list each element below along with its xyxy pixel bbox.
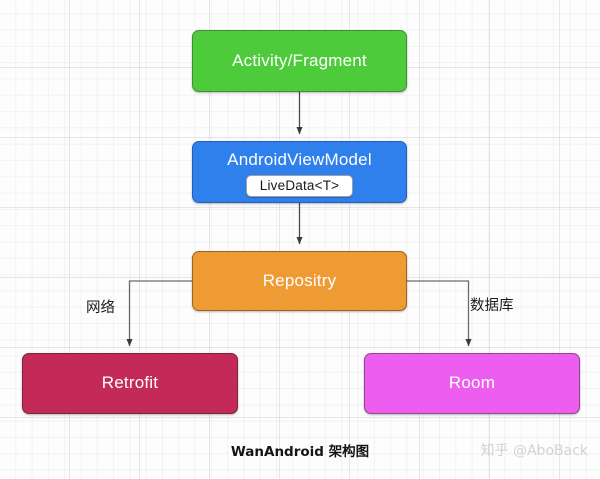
node-android-view-model-label: AndroidViewModel [227,149,372,169]
livedata-badge: LiveData<T> [245,174,354,198]
node-retrofit-label: Retrofit [101,373,159,393]
node-android-view-model[interactable]: AndroidViewModel LiveData<T> [192,141,407,203]
edge-label-network: 网络 [86,300,115,316]
watermark: 知乎 @AboBack [480,443,588,459]
node-room-label: Room [448,373,496,393]
node-retrofit[interactable]: Retrofit [22,353,238,414]
node-repositry-label: Repositry [262,270,337,290]
node-room[interactable]: Room [364,353,580,414]
node-repositry[interactable]: Repositry [192,251,407,311]
edge-label-database: 数据库 [470,298,514,314]
node-activity-fragment-label: Activity/Fragment [232,50,367,70]
node-activity-fragment[interactable]: Activity/Fragment [192,30,407,92]
connector-repositry-to-retrofit [126,280,192,347]
diagram-caption: WanAndroid 架构图 [230,444,370,460]
connector-repositry-to-room [407,280,472,347]
